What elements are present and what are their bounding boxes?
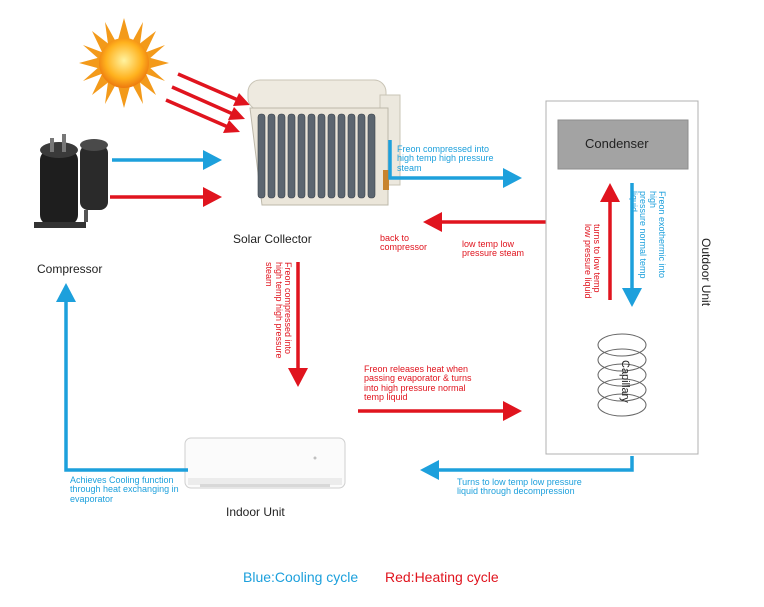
freon-compressed-down-note: Freon compressed into high temp high pre… <box>264 262 293 359</box>
evaporator-to-outdoor-red-arrow <box>358 401 522 421</box>
compressor-image <box>34 134 108 228</box>
condenser-box <box>557 119 689 170</box>
freon-exothermic-note: Freon exothermic into high pressure norm… <box>628 191 667 279</box>
capillary-coil-image <box>597 333 647 417</box>
back-to-compressor-note: back to compressor <box>380 233 428 253</box>
outdoor-blue-down-arrow <box>622 183 642 307</box>
outdoor-red-up-arrow <box>600 183 620 300</box>
legend-heating: Red:Heating cycle <box>385 569 499 585</box>
solar-collector-label: Solar Collector <box>233 232 312 246</box>
sun-ray-arrows <box>165 72 250 133</box>
collector-down-red-arrow <box>288 262 308 387</box>
capillary-label: Capillary <box>619 360 631 403</box>
outdoor-to-indoor-blue-arrow <box>420 456 634 480</box>
compressor-label: Compressor <box>37 262 103 276</box>
condenser-label: Condenser <box>585 136 649 151</box>
indoor-unit-label: Indoor Unit <box>226 505 285 519</box>
legend-cooling: Blue:Cooling cycle <box>243 569 359 585</box>
compressor-to-collector-blue-arrow <box>112 150 222 170</box>
outdoor-to-compressor-red-arrow <box>423 212 548 232</box>
decompression-note: Turns to low temp low pressure liquid th… <box>457 477 582 497</box>
compressor-to-collector-red-arrow <box>110 187 222 207</box>
turns-low-temp-liquid-note: turns to low temp low pressure liquid <box>582 224 602 299</box>
low-temp-steam-note: low temp low pressure steam <box>462 239 525 259</box>
outdoor-unit-label: Outdoor Unit <box>699 238 713 307</box>
freon-releases-heat-note: Freon releases heat when passing evapora… <box>364 364 472 403</box>
indoor-unit-image <box>184 437 346 489</box>
achieves-cooling-note: Achieves Cooling function through heat e… <box>70 475 179 504</box>
indoor-to-compressor-blue-arrow <box>56 283 188 472</box>
collector-to-outdoor-blue-arrow <box>388 140 522 188</box>
freon-compressed-right-note: Freon compressed into high temp high pre… <box>397 144 494 173</box>
sun-icon <box>79 18 169 108</box>
solar-collector-image <box>247 79 401 206</box>
